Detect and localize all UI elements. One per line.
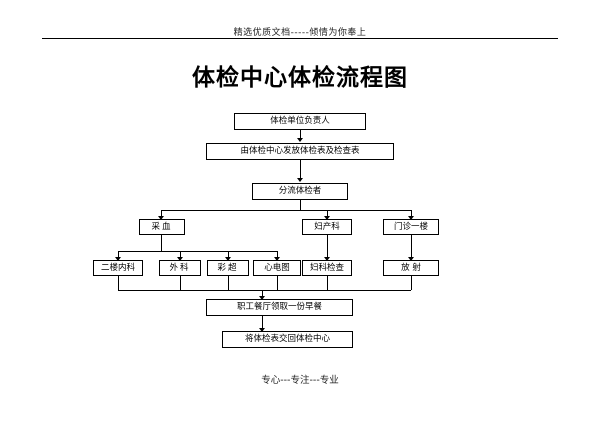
collector-n7	[118, 276, 119, 290]
connector-n6-n12	[411, 235, 412, 259]
header-note-wrap: 精选优质文档-----倾情为你奉上	[0, 22, 600, 40]
arrow-to-n4	[158, 216, 164, 220]
arrow-to-n6	[408, 216, 414, 220]
branch-to-n4	[161, 210, 162, 218]
connector-n4-bus	[161, 235, 162, 251]
branch-to-n5	[327, 210, 328, 218]
arrow-n2-n3	[297, 178, 303, 182]
footer-note: 专心---专注---专业	[261, 375, 339, 386]
bus-collector	[118, 290, 411, 291]
header-divider	[42, 38, 558, 39]
branch-to-n7	[118, 251, 119, 259]
branch-to-n6	[411, 210, 412, 218]
arrow-to-n7	[115, 257, 121, 261]
flow-node-n9: 彩超	[207, 260, 249, 276]
collector-n10	[277, 276, 278, 290]
flow-node-n3: 分流体检者	[252, 183, 348, 200]
branch-to-n10	[277, 251, 278, 259]
arrow-n6-n12	[408, 257, 414, 261]
page-title: 体检中心体检流程图	[192, 65, 408, 91]
flow-node-n8: 外科	[159, 260, 201, 276]
bus-level3	[161, 210, 411, 211]
flow-node-n14: 将体检表交回体检中心	[222, 331, 353, 348]
flow-node-n10: 心电图	[253, 260, 301, 276]
connector-bus-n13	[262, 290, 263, 298]
flow-node-n2: 由体检中心发放体检表及检查表	[206, 143, 394, 160]
flow-node-n7: 二楼内科	[93, 260, 143, 276]
arrow-bus-n13	[259, 296, 265, 300]
arrow-n1-n2	[297, 138, 303, 142]
branch-to-n9	[228, 251, 229, 259]
connector-n2-n3	[300, 160, 301, 180]
arrow-to-n9	[225, 257, 231, 261]
collector-n8	[180, 276, 181, 290]
connector-n3-bus	[300, 200, 301, 210]
flow-node-n4: 采血	[139, 219, 185, 235]
bus-n4	[118, 251, 277, 252]
arrow-to-n5	[324, 216, 330, 220]
flow-node-n1: 体检单位负责人	[234, 113, 366, 130]
flow-node-n13: 职工餐厅领取一份早餐	[206, 299, 353, 316]
flow-node-n11: 妇科检查	[302, 260, 352, 276]
connector-n5-n11	[327, 235, 328, 259]
arrow-to-n10	[274, 257, 280, 261]
arrow-to-n8	[177, 257, 183, 261]
connector-n13-n14	[262, 316, 263, 330]
arrow-n13-n14	[259, 328, 265, 332]
header-note: 精选优质文档-----倾情为你奉上	[233, 28, 367, 38]
connector-n1-n2	[300, 130, 301, 140]
flow-node-n5: 妇产科	[302, 219, 352, 235]
flow-node-n6: 门诊一楼	[383, 219, 439, 235]
collector-n11	[327, 276, 328, 290]
collector-n9	[228, 276, 229, 290]
flow-node-n12: 放 射	[383, 260, 439, 276]
arrow-n5-n11	[324, 257, 330, 261]
collector-n12	[411, 276, 412, 290]
branch-to-n8	[180, 251, 181, 259]
